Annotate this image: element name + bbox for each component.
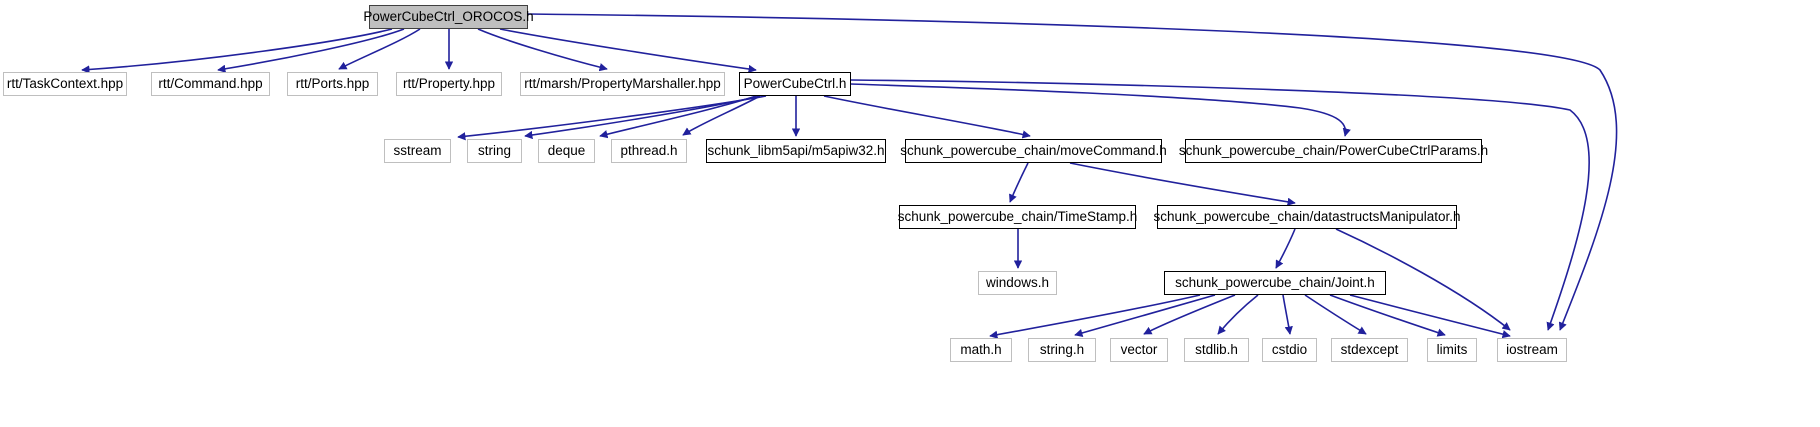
dependency-edge: [1074, 294, 1216, 337]
dependency-edge: [81, 28, 393, 74]
dependency-edge: [477, 28, 608, 72]
graph-node-deque[interactable]: deque: [538, 139, 595, 163]
graph-node-label: string: [477, 143, 511, 159]
graph-node-stdexcept[interactable]: stdexcept: [1331, 338, 1408, 362]
graph-node-label: rtt/TaskContext.hpp: [6, 76, 124, 92]
graph-node-label: sstream: [393, 143, 442, 159]
dependency-edge: [599, 95, 757, 139]
dependency-edge: [457, 95, 767, 141]
dependency-edge: [1275, 228, 1296, 269]
graph-node-label: pthread.h: [620, 143, 678, 159]
graph-node-string[interactable]: string: [467, 139, 522, 163]
graph-node-rtt-taskcontext-hpp[interactable]: rtt/TaskContext.hpp: [3, 72, 127, 96]
graph-node-label: rtt/Command.hpp: [158, 76, 263, 92]
graph-node-schunk-powercube-chain-timestamp-h[interactable]: schunk_powercube_chain/TimeStamp.h: [898, 205, 1137, 229]
graph-node-label: stdlib.h: [1195, 342, 1238, 358]
graph-node-label: stdexcept: [1340, 342, 1399, 358]
dependency-edge: [338, 28, 421, 70]
graph-node-label: schunk_libm5api/m5apiw32.h: [707, 143, 885, 159]
graph-node-rtt-marsh-propertymarshaller-hpp[interactable]: rtt/marsh/PropertyMarshaller.hpp: [520, 72, 725, 96]
dependency-edge: [989, 294, 1201, 339]
graph-node-label: schunk_powercube_chain/PowerCubeCtrlPara…: [1178, 143, 1489, 159]
graph-node-schunk-powercube-chain-datastructsmanipulator-h[interactable]: schunk_powercube_chain/datastructsManipu…: [1154, 205, 1460, 229]
graph-node-powercubectrl-orocos-h[interactable]: PowerCubeCtrl_OROCOS.h: [363, 5, 534, 29]
graph-node-label: vector: [1120, 342, 1158, 358]
graph-node-label: rtt/Property.hpp: [402, 76, 496, 92]
graph-node-rtt-ports-hpp[interactable]: rtt/Ports.hpp: [287, 72, 378, 96]
graph-node-math-h[interactable]: math.h: [950, 338, 1012, 362]
graph-node-windows-h[interactable]: windows.h: [978, 271, 1057, 295]
graph-node-pthread-h[interactable]: pthread.h: [611, 139, 687, 163]
graph-node-iostream[interactable]: iostream: [1497, 338, 1567, 362]
dependency-edge: [527, 13, 1618, 331]
graph-node-label: schunk_powercube_chain/TimeStamp.h: [897, 209, 1138, 225]
dependency-edge: [850, 83, 1351, 137]
graph-node-label: schunk_powercube_chain/Joint.h: [1175, 275, 1375, 291]
dependency-edge: [1143, 294, 1236, 335]
graph-node-label: PowerCubeCtrl.h: [743, 76, 847, 92]
graph-node-label: math.h: [960, 342, 1002, 358]
graph-node-label: rtt/Ports.hpp: [295, 76, 370, 92]
graph-node-label: rtt/marsh/PropertyMarshaller.hpp: [524, 76, 721, 92]
dependency-edge: [1069, 162, 1296, 206]
dependency-edge: [1304, 294, 1367, 335]
dependency-edge: [1217, 294, 1259, 335]
graph-node-label: limits: [1436, 342, 1468, 358]
graph-node-schunk-libm5api-m5apiw32-h[interactable]: schunk_libm5api/m5apiw32.h: [706, 139, 886, 163]
dependency-edge: [524, 95, 761, 140]
graph-node-label: cstdio: [1271, 342, 1308, 358]
graph-node-label: deque: [547, 143, 586, 159]
graph-node-rtt-property-hpp[interactable]: rtt/Property.hpp: [396, 72, 502, 96]
graph-node-schunk-powercube-chain-joint-h[interactable]: schunk_powercube_chain/Joint.h: [1164, 271, 1386, 295]
graph-node-vector[interactable]: vector: [1110, 338, 1168, 362]
dependency-edge: [823, 95, 1031, 139]
graph-node-label: schunk_powercube_chain/moveCommand.h: [900, 143, 1167, 159]
graph-node-rtt-command-hpp[interactable]: rtt/Command.hpp: [151, 72, 270, 96]
graph-node-string-h[interactable]: string.h: [1028, 338, 1096, 362]
dependency-edge: [217, 28, 405, 73]
dependency-edge: [1009, 162, 1029, 203]
graph-node-label: PowerCubeCtrl_OROCOS.h: [363, 9, 534, 25]
dependency-edge: [1329, 294, 1446, 337]
dependency-edge: [1282, 294, 1293, 335]
graph-node-schunk-powercube-chain-powercubectrlparams-h[interactable]: schunk_powercube_chain/PowerCubeCtrlPara…: [1179, 139, 1488, 163]
dependency-edge: [1349, 294, 1511, 339]
graph-node-schunk-powercube-chain-movecommand-h[interactable]: schunk_powercube_chain/moveCommand.h: [900, 139, 1167, 163]
graph-node-label: schunk_powercube_chain/datastructsManipu…: [1153, 209, 1461, 225]
graph-node-label: iostream: [1506, 342, 1558, 358]
graph-node-label: string.h: [1039, 342, 1085, 358]
graph-node-label: windows.h: [985, 275, 1050, 291]
graph-node-stdlib-h[interactable]: stdlib.h: [1184, 338, 1249, 362]
graph-node-powercubectrl-h[interactable]: PowerCubeCtrl.h: [739, 72, 851, 96]
dependency-edge: [499, 28, 757, 74]
graph-node-cstdio[interactable]: cstdio: [1262, 338, 1317, 362]
dependency-edge: [682, 95, 761, 136]
graph-node-limits[interactable]: limits: [1427, 338, 1477, 362]
graph-node-sstream[interactable]: sstream: [384, 139, 451, 163]
